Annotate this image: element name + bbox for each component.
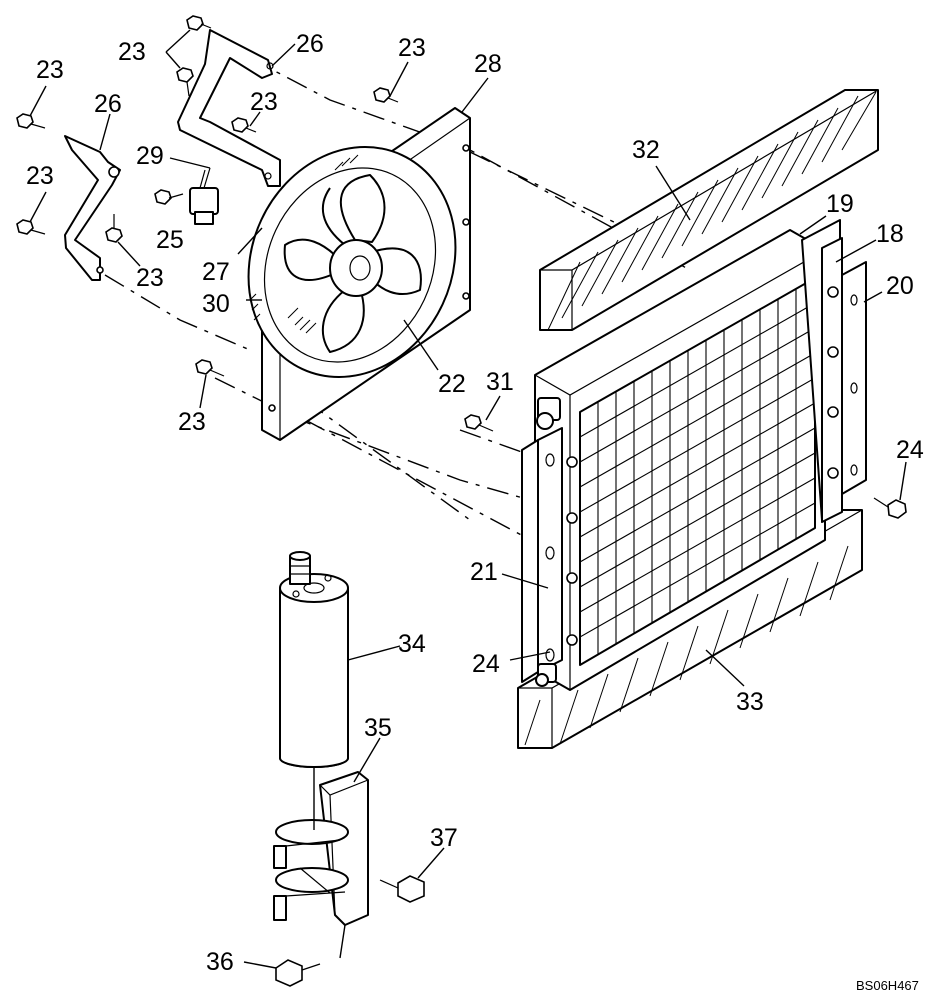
label-34: 34 — [398, 630, 426, 658]
drier-bracket — [273, 771, 369, 926]
label-19: 19 — [826, 190, 854, 218]
label-26-top: 26 — [296, 30, 324, 58]
label-23-left-bottom: 23 — [26, 162, 54, 190]
label-23-mid: 23 — [250, 88, 278, 116]
label-23-left-top: 23 — [36, 56, 64, 84]
pressure-switch — [189, 167, 219, 225]
label-31: 31 — [486, 368, 514, 396]
label-18: 18 — [876, 220, 904, 248]
foam-seal-top — [539, 89, 879, 331]
receiver-drier — [279, 551, 349, 768]
label-22: 22 — [438, 370, 466, 398]
label-21: 21 — [470, 558, 498, 586]
label-23-bottom: 23 — [178, 408, 206, 436]
label-20: 20 — [886, 272, 914, 300]
bracket-left — [64, 135, 121, 281]
label-36: 36 — [206, 948, 234, 976]
bracket-top — [177, 29, 281, 187]
label-32: 32 — [632, 136, 660, 164]
label-23-top: 23 — [118, 38, 146, 66]
label-24-left: 24 — [472, 650, 500, 678]
fan-blades — [283, 174, 422, 353]
label-23-shroud: 23 — [398, 34, 426, 62]
label-35: 35 — [364, 714, 392, 742]
side-plates-right — [801, 219, 867, 523]
label-24-right: 24 — [896, 436, 924, 464]
label-25: 25 — [156, 226, 184, 254]
bolts — [16, 15, 907, 519]
label-37: 37 — [430, 824, 458, 852]
label-27: 27 — [202, 258, 230, 286]
label-23-bracket: 23 — [136, 264, 164, 292]
label-28: 28 — [474, 50, 502, 78]
label-33: 33 — [736, 688, 764, 716]
label-29: 29 — [136, 142, 164, 170]
part-labels: 23 26 23 26 23 23 28 29 23 25 23 27 30 2… — [26, 30, 924, 993]
label-30: 30 — [202, 290, 230, 318]
bolt-37 — [379, 875, 425, 903]
bolt-36 — [275, 959, 321, 987]
reference-code: BS06H467 — [856, 978, 919, 993]
radiator-core — [521, 229, 826, 691]
label-26-left: 26 — [94, 90, 122, 118]
leader-lines — [29, 29, 907, 969]
